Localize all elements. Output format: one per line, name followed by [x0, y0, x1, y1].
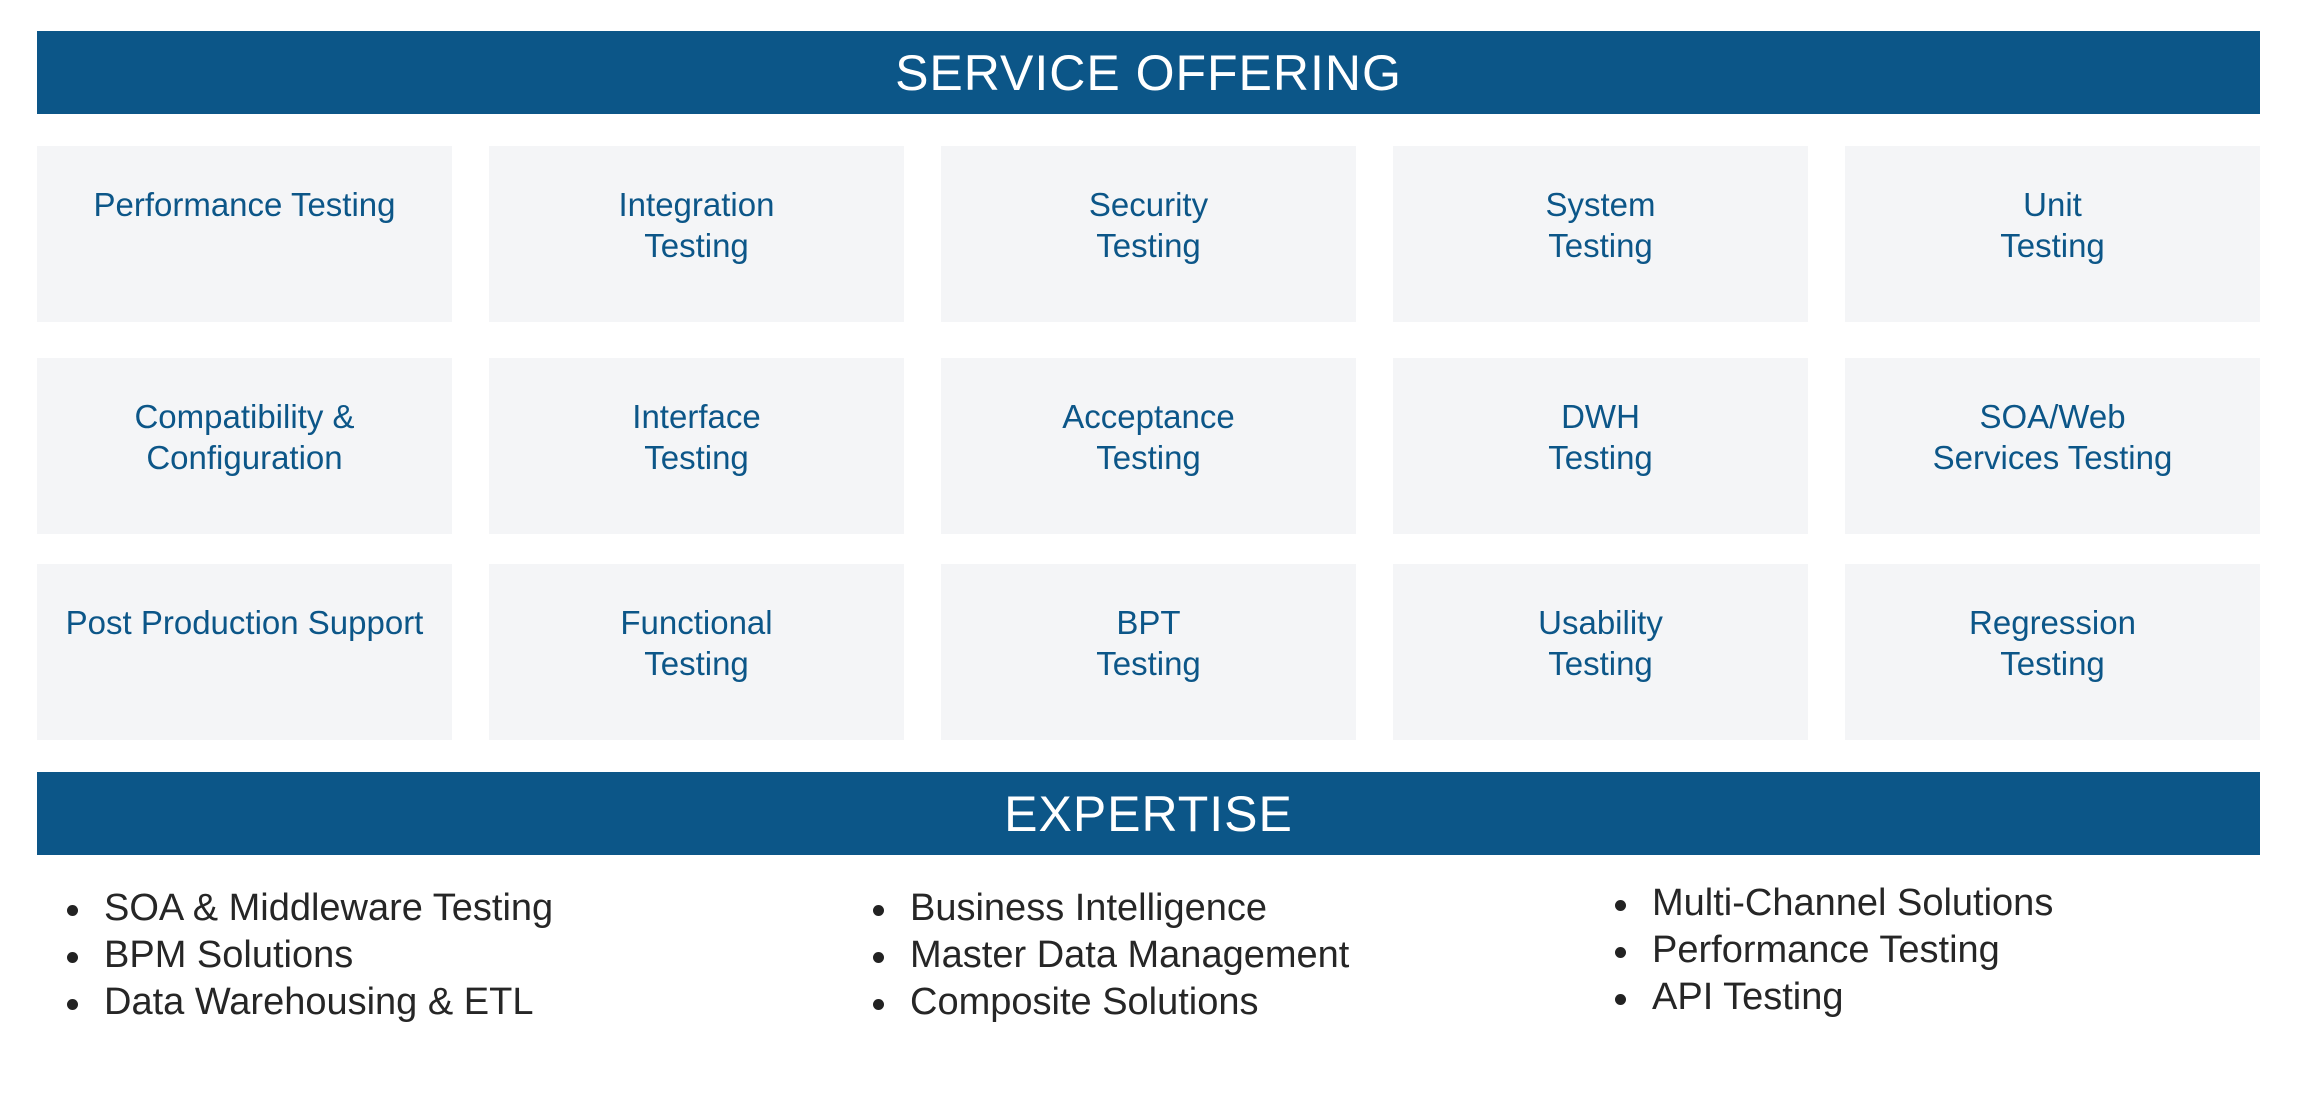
service-tile-label: Regression — [1969, 604, 2136, 641]
service-tile-label: Testing — [1548, 439, 1653, 476]
service-tile-label: Testing — [644, 645, 749, 682]
service-tile-label: Testing — [1096, 439, 1201, 476]
service-tile-label: Testing — [1096, 227, 1201, 264]
service-tile: BPT Testing — [941, 564, 1356, 740]
service-tile-label: Testing — [644, 227, 749, 264]
expertise-item: Data Warehousing & ETL — [37, 979, 553, 1026]
service-tile-label: Performance Testing — [93, 186, 396, 223]
service-tile-label: Testing — [1548, 645, 1653, 682]
service-offering-header: SERVICE OFFERING — [37, 31, 2260, 114]
expertise-item: Multi-Channel Solutions — [1585, 880, 2053, 927]
service-tile-label: Testing — [2000, 227, 2105, 264]
service-tile-label: Functional — [620, 604, 773, 641]
expertise-item: Composite Solutions — [843, 979, 1349, 1026]
service-tile-label: Security — [1088, 186, 1209, 223]
service-tile-label: Integration — [618, 186, 775, 223]
service-tile-label: Acceptance — [1062, 398, 1235, 435]
service-tile-label: Usability — [1538, 604, 1663, 641]
expertise-item: Master Data Management — [843, 932, 1349, 979]
expertise-header: EXPERTISE — [37, 772, 2260, 855]
expertise-item: BPM Solutions — [37, 932, 553, 979]
service-tile-label: Services Testing — [1932, 439, 2173, 476]
service-tile-label: Compatibility & — [134, 398, 355, 435]
expertise-item: Business Intelligence — [843, 885, 1349, 932]
service-tile-label: Unit — [2023, 186, 2082, 223]
service-tile-label: Testing — [1096, 645, 1201, 682]
expertise-item: Performance Testing — [1585, 927, 2053, 974]
service-tile-label: Testing — [2000, 645, 2105, 682]
service-tile-label: System — [1545, 186, 1656, 223]
service-tile-label: Configuration — [146, 439, 343, 476]
service-tile: DWH Testing — [1393, 358, 1808, 534]
service-tile-label: SOA/Web — [1979, 398, 2126, 435]
service-tile-label: BPT — [1116, 604, 1181, 641]
service-tile-label: Testing — [1548, 227, 1653, 264]
expertise-item: SOA & Middleware Testing — [37, 885, 553, 932]
expertise-item: API Testing — [1585, 974, 2053, 1021]
service-tile: Compatibility & Configuration — [37, 358, 452, 534]
service-tile-label: Interface — [632, 398, 761, 435]
service-tile-label: DWH — [1561, 398, 1640, 435]
service-tile-label: Post Production Support — [65, 604, 424, 641]
service-tile-label: Testing — [644, 439, 749, 476]
service-tile: Post Production Support — [37, 564, 452, 740]
service-tile: Performance Testing — [37, 146, 452, 322]
